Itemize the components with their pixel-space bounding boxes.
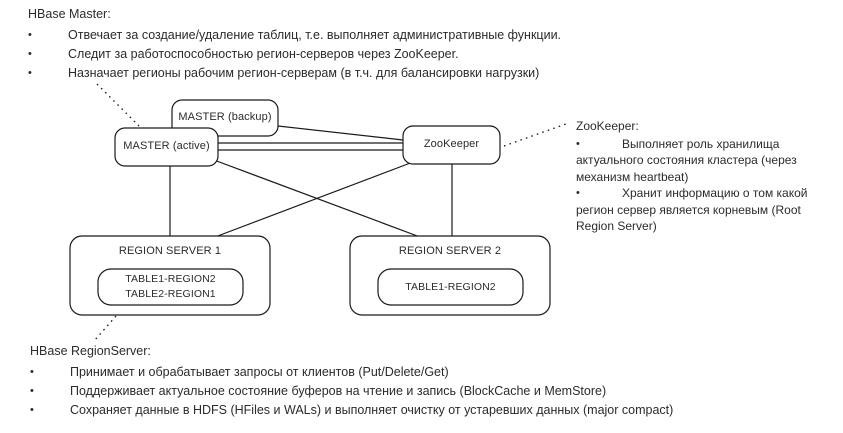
list-item: • Поддерживает актуальное состояние буфе…: [30, 382, 820, 401]
bullet-icon: •: [28, 48, 32, 60]
node-rs2-tables: [377, 268, 524, 306]
zookeeper-callout-title: ZooKeeper:: [576, 119, 639, 133]
zookeeper-callout-item-label: Выполняет роль хранилища актуального сос…: [576, 136, 797, 184]
hbase-regionserver-bullet-list: • Принимает и обрабатывает запросы от кл…: [30, 363, 820, 420]
edge-backup-zookeeper: [277, 125, 404, 141]
bullet-icon: •: [576, 187, 580, 199]
list-item-label: Следит за работоспособностью регион-серв…: [68, 47, 459, 61]
list-item-label: Отвечает за создание/удаление таблиц, т.…: [68, 28, 562, 42]
node-label-rs1-table-1: TABLE1-REGION2: [125, 273, 216, 285]
list-item: • Отвечает за создание/удаление таблиц, …: [28, 26, 728, 45]
bullet-icon: •: [30, 385, 34, 397]
list-item-label: Принимает и обрабатывает запросы от клие…: [70, 365, 449, 379]
bullet-icon: •: [576, 137, 580, 150]
list-item-label: Назначает регионы рабочим регион-сервера…: [68, 66, 540, 80]
callout-line-regionserver: [93, 315, 117, 342]
hbase-regionserver-heading: HBase RegionServer:: [30, 344, 151, 358]
node-label-region-server-2: REGION SERVER 2: [398, 245, 502, 257]
list-item: • Принимает и обрабатывает запросы от кл…: [30, 363, 820, 382]
node-label-master-active: MASTER (active): [123, 140, 210, 152]
node-zookeeper: [402, 125, 501, 165]
node-label-master-backup: MASTER (backup): [178, 111, 272, 123]
node-master-backup: [171, 99, 279, 137]
node-label-rs2-table-1: TABLE1-REGION2: [405, 281, 496, 293]
callout-line-master: [96, 83, 140, 127]
zookeeper-callout-item: • Хранит информацию о том какой регион с…: [576, 185, 838, 235]
list-item: • Сохраняет данные в HDFS (HFiles и WALs…: [30, 401, 820, 420]
list-item: • Назначает регионы рабочим регион-серве…: [28, 64, 728, 83]
zookeeper-callout-item-label: Хранит информацию о том какой регион сер…: [576, 186, 808, 233]
bullet-icon: •: [28, 67, 32, 79]
node-master-active: [114, 127, 219, 167]
node-label-region-server-1: REGION SERVER 1: [118, 245, 222, 257]
callout-line-zookeeper: [503, 123, 567, 147]
node-label-rs1-table-2: TABLE2-REGION1: [125, 288, 216, 300]
bullet-icon: •: [30, 366, 34, 378]
node-label-zookeeper: ZooKeeper: [423, 138, 480, 150]
edge-zookeeper-rs1: [214, 161, 414, 238]
bullet-icon: •: [30, 404, 34, 416]
zookeeper-callout-item: • Выполняет роль хранилища актуального с…: [576, 136, 838, 186]
node-rs1-tables: [97, 268, 244, 306]
zookeeper-callout: ZooKeeper: • Выполняет роль хранилища ак…: [576, 118, 838, 235]
hbase-master-bullet-list: • Отвечает за создание/удаление таблиц, …: [28, 26, 728, 83]
list-item-label: Сохраняет данные в HDFS (HFiles и WALs) …: [70, 403, 674, 417]
bullet-icon: •: [28, 29, 32, 41]
list-item-label: Поддерживает актуальное состояние буферо…: [70, 384, 607, 398]
hbase-master-heading: HBase Master:: [28, 7, 111, 21]
list-item: • Следит за работоспособностью регион-се…: [28, 45, 728, 64]
